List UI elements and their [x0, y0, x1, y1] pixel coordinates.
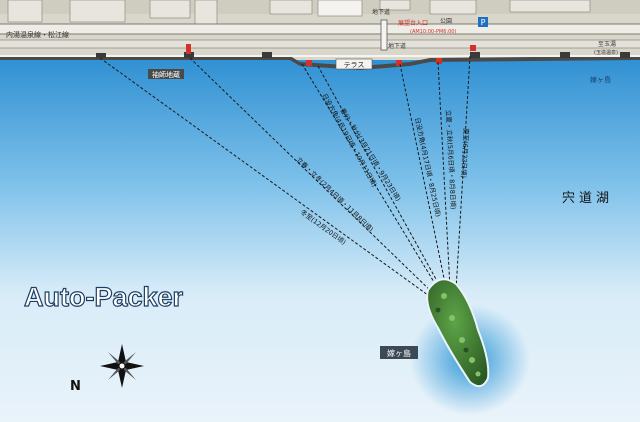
shore-land — [0, 0, 640, 70]
sight-line-summer-solstice — [455, 55, 471, 291]
island-name: 嫁ヶ島 — [387, 348, 411, 358]
yomegashima-island — [426, 278, 490, 388]
park-label: 公園 — [440, 18, 452, 25]
shore-markers — [96, 19, 630, 67]
entrance-label: 展望台入口 — [398, 19, 428, 27]
road-right-sub: (玉造温泉) — [594, 49, 618, 56]
lake-water — [0, 55, 640, 422]
terrace-box — [335, 58, 373, 70]
sight-line-rikka — [437, 61, 451, 289]
terrace-label: テラス — [344, 61, 365, 69]
label-summer-solstice: 夏至(6月22日頃) — [459, 128, 471, 178]
lake-name: 宍道湖 — [562, 191, 613, 206]
underpass-bottom-label: 地下道 — [388, 42, 406, 50]
parking-sign: P — [481, 18, 486, 27]
road-left-label: 内湯温泉線・松江線 — [6, 30, 69, 39]
compass-rose-icon — [100, 344, 144, 388]
sight-line-winter-solstice — [99, 57, 433, 299]
sight-line-risshun — [189, 57, 437, 297]
island-name-box — [380, 346, 418, 359]
sight-line-sunset-apr17 — [399, 63, 447, 289]
sight-lines — [99, 55, 471, 299]
stop-left-box — [148, 69, 184, 79]
sight-line-equinox — [301, 63, 441, 293]
underpass-top-label: 地下道 — [372, 8, 390, 16]
area-right-label: 嫁ヶ島 — [590, 75, 611, 84]
compass-north-label: N — [70, 379, 81, 394]
watermark: Auto-Packer — [24, 282, 184, 312]
hours-label: (AM10:00-PM6:00) — [410, 29, 456, 35]
stop-left-label: 袖師地蔵 — [152, 70, 180, 79]
parking-icon — [478, 17, 488, 27]
sight-line-sunset-apr19 — [317, 65, 443, 291]
road-right-label: 至玉湯 — [598, 40, 616, 48]
